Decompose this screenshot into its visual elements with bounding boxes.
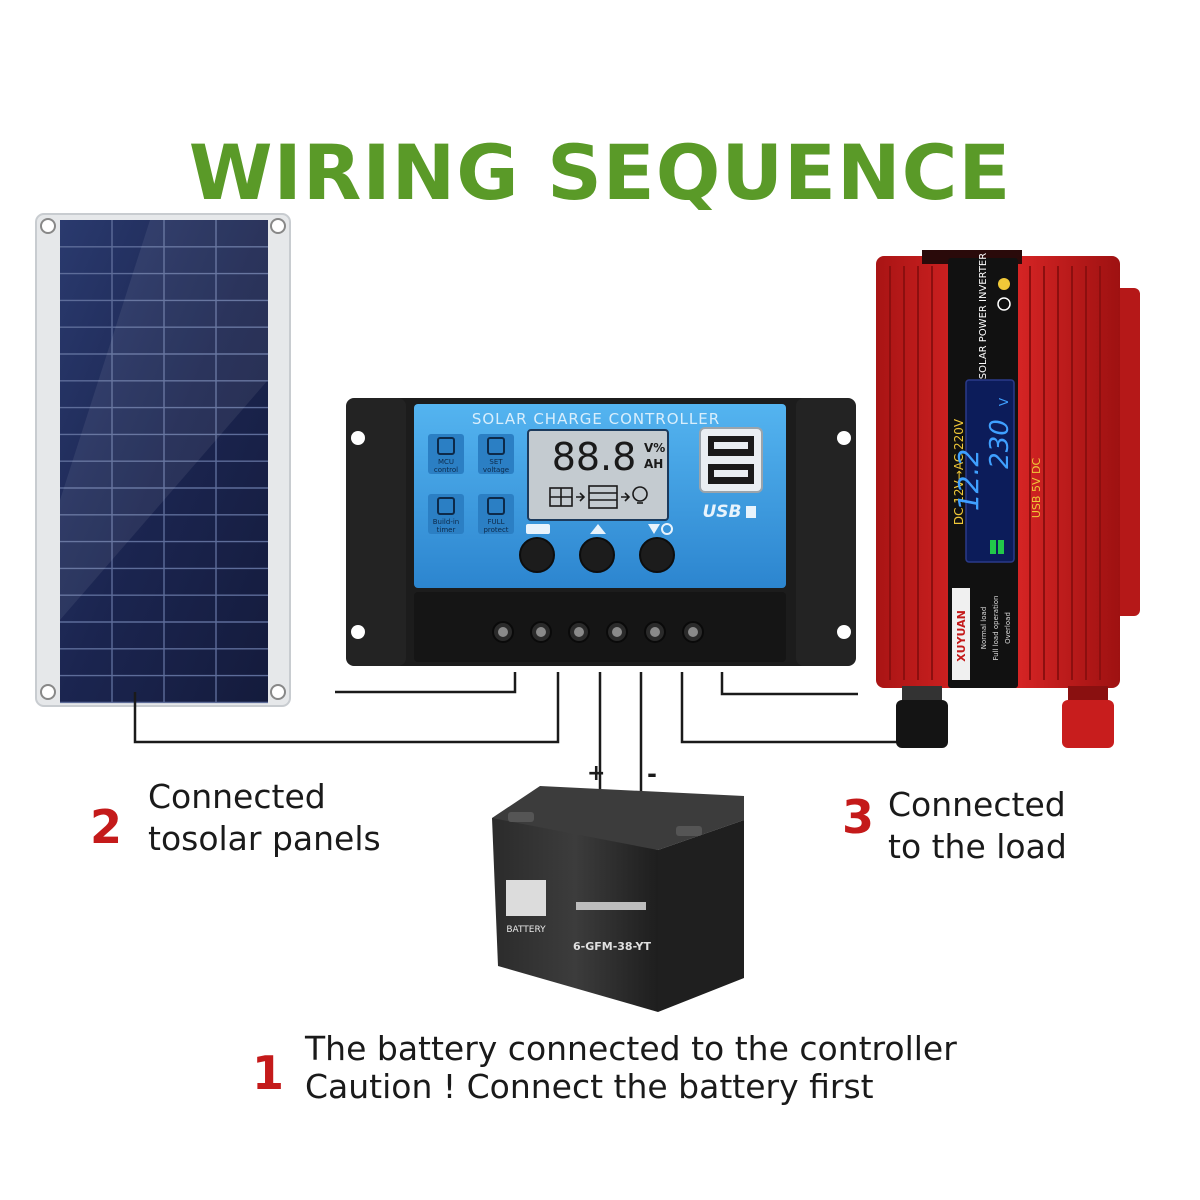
battery-brand: BATTERY bbox=[506, 925, 546, 935]
screw-head bbox=[688, 627, 698, 637]
step-2-number: 2 bbox=[90, 800, 123, 854]
inverter-spec: DC 12V→AC 220V bbox=[952, 418, 966, 525]
arrow-icon bbox=[576, 492, 586, 502]
inverter-lcd bbox=[965, 379, 1015, 563]
negative-terminal bbox=[896, 700, 948, 748]
positive-terminal bbox=[1062, 700, 1114, 748]
level-bar-icon bbox=[990, 540, 996, 554]
step-3-number: 3 bbox=[842, 790, 875, 844]
step-3-caption: Connected to the load bbox=[888, 784, 1067, 868]
inverter-display-bottom: 12.2 bbox=[952, 449, 985, 511]
feature-label-line-2: protect bbox=[483, 526, 508, 534]
feature-label-line-2: voltage bbox=[483, 466, 509, 474]
feature-label-line-1: FULL bbox=[488, 518, 505, 526]
mount-hole-icon bbox=[270, 684, 286, 700]
legend-overload: Overload bbox=[1004, 612, 1012, 644]
clock-icon-glyph bbox=[437, 497, 455, 515]
button-hint-icons bbox=[526, 523, 673, 535]
battery-model: 6-GFM-38-YT bbox=[573, 940, 651, 953]
step-1-number: 1 bbox=[252, 1046, 285, 1100]
legend-normal-load: Normal load bbox=[980, 607, 988, 650]
battery-minus: - bbox=[647, 760, 657, 788]
step-1-line-1: The battery connected to the controller bbox=[305, 1029, 957, 1068]
inverter-model: SOLAR POWER INVERTER bbox=[978, 253, 989, 379]
feature-label-line-1: Build-in bbox=[433, 518, 459, 526]
ce-mark-icon bbox=[997, 297, 1011, 311]
screw-head bbox=[498, 627, 508, 637]
wires bbox=[133, 672, 898, 792]
level-bar-icon bbox=[998, 540, 1004, 554]
mount-hole-icon bbox=[837, 625, 851, 639]
mount-hole-icon bbox=[40, 684, 56, 700]
page-title: WIRING SEQUENCE bbox=[188, 128, 1012, 217]
feature-label-line-1: MCU bbox=[438, 458, 454, 466]
screw-head bbox=[612, 627, 622, 637]
lcd-unit-top: V% bbox=[644, 441, 665, 455]
battery-icon bbox=[588, 485, 618, 509]
screw-head bbox=[536, 627, 546, 637]
battery: + - BATTERY 6-GFM-38-YT bbox=[492, 760, 744, 1012]
charge-controller: SOLAR CHARGE CONTROLLER 88.8 V% AH MCUco… bbox=[346, 398, 856, 666]
usb-ports: USB bbox=[699, 427, 763, 522]
screw-head bbox=[650, 627, 660, 637]
terminal-post bbox=[676, 826, 702, 836]
menu-hint-icon bbox=[526, 524, 550, 534]
up-button[interactable] bbox=[579, 537, 615, 573]
lcd-unit-bottom: AH bbox=[644, 457, 663, 471]
step-2-caption: Connected tosolar panels bbox=[148, 776, 381, 860]
mount-hole-icon bbox=[351, 625, 365, 639]
mount-hole-icon bbox=[837, 431, 851, 445]
legend-full-load: Full load operation bbox=[992, 596, 1000, 661]
lcd-digits: 88.8 bbox=[552, 435, 637, 479]
chip-icon-glyph bbox=[437, 437, 455, 455]
solar-panel bbox=[35, 213, 291, 707]
mount-hole-icon bbox=[270, 218, 286, 234]
bulb-icon bbox=[632, 486, 648, 502]
usb-symbol-icon bbox=[746, 506, 756, 518]
step-1-caption: The battery connected to the controller … bbox=[305, 1030, 957, 1106]
down-button[interactable] bbox=[639, 537, 675, 573]
power-inverter: DC 12V→AC 220V SOLAR POWER INVERTER 12.2… bbox=[876, 250, 1140, 748]
step-2-line-2: tosolar panels bbox=[148, 819, 381, 858]
step-3-line-1: Connected bbox=[888, 785, 1066, 824]
battery-plus: + bbox=[587, 761, 605, 786]
inverter-brand: XUYUAN bbox=[955, 610, 968, 662]
feature-label-line-1: SET bbox=[489, 458, 503, 466]
controller-header: SOLAR CHARGE CONTROLLER bbox=[472, 410, 720, 428]
step-2-line-1: Connected bbox=[148, 777, 326, 816]
feature-label-line-2: timer bbox=[437, 526, 456, 534]
arrow-icon bbox=[621, 492, 631, 502]
recycle-icon bbox=[998, 278, 1010, 290]
terminal-block bbox=[492, 621, 704, 643]
up-hint-icon bbox=[590, 524, 606, 534]
gear-icon-glyph bbox=[487, 437, 505, 455]
lcd-flow-icons bbox=[549, 485, 648, 509]
inverter-display-top: 230 bbox=[985, 419, 1015, 469]
terminal-post bbox=[508, 812, 534, 822]
mount-hole-icon bbox=[351, 431, 365, 445]
step-1-line-2: Caution ! Connect the battery first bbox=[305, 1067, 874, 1106]
feature-label-line-2: control bbox=[434, 466, 458, 474]
battery-logo-icon bbox=[506, 880, 546, 916]
lock-icon-glyph bbox=[487, 497, 505, 515]
screw-head bbox=[574, 627, 584, 637]
step-3-line-2: to the load bbox=[888, 827, 1067, 866]
down-hint-icon bbox=[648, 524, 660, 534]
menu-button[interactable] bbox=[519, 537, 555, 573]
inverter-usb-label: USB 5V DC bbox=[1030, 458, 1043, 519]
mount-hole-icon bbox=[40, 218, 56, 234]
inverter-display-unit: V bbox=[997, 397, 1011, 406]
usb-label: USB bbox=[702, 502, 741, 522]
